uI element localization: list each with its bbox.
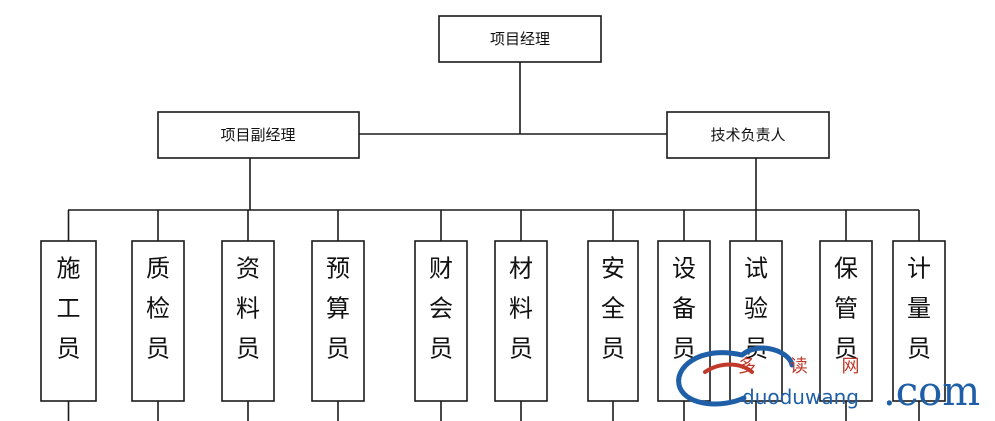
staff-label-char: 员 <box>907 335 931 363</box>
staff-node: 安全员 <box>587 240 639 402</box>
staff-label-char: 工 <box>57 295 81 323</box>
staff-label-char: 材 <box>509 255 533 283</box>
staff-label-char: 验 <box>744 295 768 323</box>
staff-label-char: 员 <box>834 335 858 363</box>
staff-node: 预算员 <box>311 240 365 402</box>
staff-drop-lines <box>67 210 920 241</box>
staff-node: 计量员 <box>892 240 946 402</box>
staff-box <box>892 240 946 402</box>
staff-node: 试验员 <box>729 240 783 402</box>
staff-label-char: 料 <box>509 295 533 323</box>
watermark-domain: duoduwang <box>742 385 859 409</box>
staff-box <box>587 240 639 402</box>
deputy-right-node: 技术负责人 <box>666 111 830 159</box>
deputy-left-box <box>157 111 360 159</box>
staff-box <box>819 240 873 402</box>
staff-node: 资料员 <box>221 240 275 402</box>
staff-node: 施工员 <box>40 240 97 402</box>
staff-label-char: 员 <box>236 335 260 363</box>
staff-box <box>414 240 468 402</box>
staff-label-char: 员 <box>57 335 81 363</box>
staff-box <box>131 240 185 402</box>
staff-label-char: 员 <box>601 335 625 363</box>
staff-box <box>657 240 711 402</box>
staff-label-char: 保 <box>834 255 858 283</box>
staff-box <box>311 240 365 402</box>
watermark-swirl-icon <box>676 345 795 407</box>
staff-label-char: 施 <box>57 255 81 283</box>
staff-box <box>40 240 97 402</box>
deputy-right-box <box>666 111 830 159</box>
staff-label-char: 资 <box>236 255 260 283</box>
watermark: 多 读 网 duoduwang .com <box>676 345 980 415</box>
staff-node: 材料员 <box>494 240 548 402</box>
staff-label-char: 备 <box>672 295 696 323</box>
staff-box <box>494 240 548 402</box>
staff-box <box>221 240 275 402</box>
staff-label-char: 安 <box>601 255 625 283</box>
root-box <box>438 15 602 63</box>
staff-label-char: 财 <box>429 255 453 283</box>
watermark-tld: .com <box>883 369 980 415</box>
staff-label-char: 员 <box>146 335 170 363</box>
staff-label-char: 质 <box>146 255 170 283</box>
staff-label-char: 料 <box>236 295 260 323</box>
root-node: 项目经理 <box>438 15 602 63</box>
root-label: 项目经理 <box>490 30 550 48</box>
staff-node: 质检员 <box>131 240 185 402</box>
staff-tail-lines <box>67 401 920 421</box>
staff-label-char: 全 <box>601 295 625 323</box>
watermark-chinese: 多 读 网 <box>738 356 873 377</box>
staff-label-char: 检 <box>146 295 170 323</box>
staff-node: 保管员 <box>819 240 873 402</box>
deputy-left-node: 项目副经理 <box>157 111 360 159</box>
staff-label-char: 预 <box>326 255 350 283</box>
staff-label-char: 算 <box>326 295 350 323</box>
connectors <box>67 62 920 421</box>
staff-label-char: 会 <box>429 295 453 323</box>
watermark-accent-icon <box>703 362 754 374</box>
staff-node: 设备员 <box>657 240 711 402</box>
staff-label-char: 计 <box>907 255 931 283</box>
staff-label-char: 员 <box>509 335 533 363</box>
deputy-right-label: 技术负责人 <box>710 126 785 144</box>
staff-box <box>729 240 783 402</box>
staff-node: 财会员 <box>414 240 468 402</box>
staff-label-char: 管 <box>834 295 858 323</box>
staff-label-char: 量 <box>907 295 931 323</box>
staff-label-char: 试 <box>744 255 768 283</box>
staff-label-char: 设 <box>672 255 696 283</box>
staff-label-char: 员 <box>429 335 453 363</box>
deputy-left-label: 项目副经理 <box>220 126 295 144</box>
staff-label-char: 员 <box>326 335 350 363</box>
